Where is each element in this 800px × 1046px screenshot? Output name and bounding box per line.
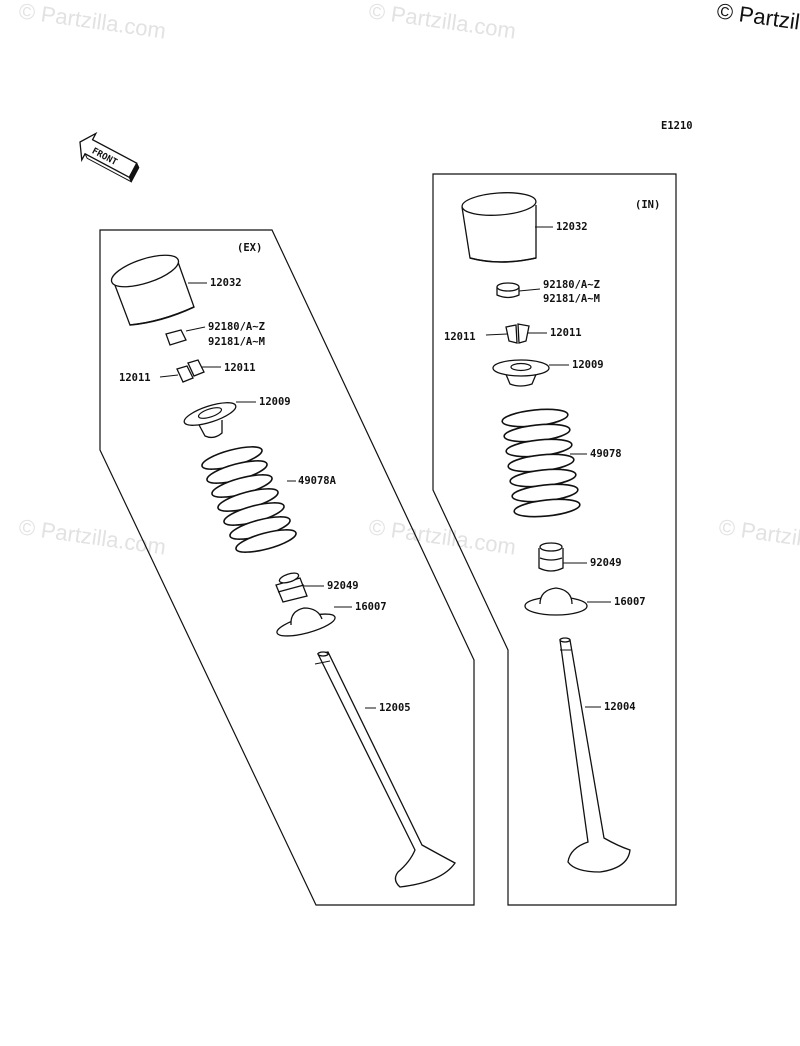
intake-retainer-icon: [492, 359, 550, 387]
intake-label-12011-left: 12011: [444, 331, 476, 343]
intake-valve-icon: [559, 637, 631, 873]
intake-label-16007: 16007: [614, 596, 646, 608]
watermark-mid-left: © Partzilla.com: [17, 514, 167, 559]
intake-seat-icon: [524, 587, 588, 616]
watermark-mid-right: © Partzilla.com: [717, 514, 800, 559]
exhaust-cotter-icon: [176, 359, 205, 383]
exhaust-panel: (EX) 12032 92180/A~Z 92181/A~M 12011 120…: [99, 229, 475, 906]
exhaust-label-12009: 12009: [259, 396, 291, 408]
exhaust-label-12032: 12032: [210, 277, 242, 289]
exhaust-tag: (EX): [237, 242, 262, 254]
watermark-mid-center: © Partzilla.com: [367, 514, 517, 559]
intake-label-12009: 12009: [572, 359, 604, 371]
exhaust-label-12011-left: 12011: [119, 372, 151, 384]
intake-label-12004: 12004: [604, 701, 636, 713]
exhaust-valve-icon: [314, 651, 456, 888]
exhaust-label-92049: 92049: [327, 580, 359, 592]
exhaust-panel-frame: [99, 229, 475, 906]
exhaust-label-92180: 92180/A~Z: [208, 321, 265, 333]
exhaust-label-12005: 12005: [379, 702, 411, 714]
exhaust-tappet-icon: [110, 254, 195, 326]
exhaust-label-16007: 16007: [355, 601, 387, 613]
exhaust-seal-icon: [275, 572, 308, 603]
diagram-code: E1210: [661, 120, 693, 132]
intake-cotter-icon: [505, 323, 530, 344]
intake-tappet-icon: [461, 192, 537, 263]
front-arrow-icon: FRONT: [79, 131, 140, 183]
exhaust-retainer-icon: [183, 402, 237, 439]
copyright-text: © Partzilla.com: [715, 0, 800, 44]
exhaust-label-12011-right: 12011: [224, 362, 256, 374]
intake-label-92181: 92181/A~M: [543, 293, 600, 305]
intake-label-92049: 92049: [590, 557, 622, 569]
watermark-top-center: © Partzilla.com: [367, 0, 517, 44]
intake-label-12011-right: 12011: [550, 327, 582, 339]
watermark-top-left: © Partzilla.com: [17, 0, 167, 44]
intake-label-49078: 49078: [590, 448, 622, 460]
intake-shim-icon: [496, 282, 520, 299]
intake-seal-icon: [538, 542, 564, 572]
intake-spring-icon: [501, 408, 581, 518]
intake-panel: (IN) 12032 92180/A~Z 92181/A~M 12011 120…: [432, 173, 677, 906]
intake-label-92180: 92180/A~Z: [543, 279, 600, 291]
exhaust-seat-icon: [276, 607, 336, 637]
exhaust-shim-icon: [165, 329, 187, 346]
intake-label-12032: 12032: [556, 221, 588, 233]
exhaust-label-92181: 92181/A~M: [208, 336, 265, 348]
intake-tag: (IN): [635, 199, 660, 211]
exhaust-spring-icon: [201, 446, 297, 553]
intake-panel-frame: [432, 173, 677, 906]
exhaust-label-49078A: 49078A: [298, 475, 337, 487]
